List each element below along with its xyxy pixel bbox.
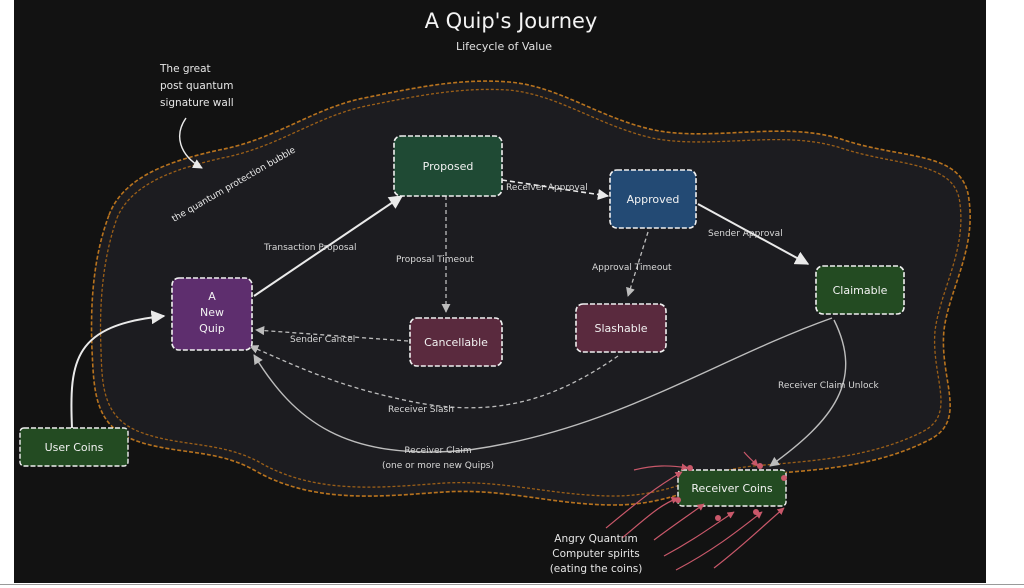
- node-claimable[interactable]: Claimable: [815, 265, 905, 315]
- spirit-bite-3: [715, 515, 721, 521]
- node-new-quip[interactable]: A New Quip: [171, 277, 253, 351]
- label-receiver-claim-unlock: Receiver Claim Unlock: [778, 381, 879, 391]
- dashed-edges: [249, 196, 649, 409]
- node-cancellable-label: Cancellable: [424, 336, 488, 349]
- label-sender-approval: Sender Approval: [708, 229, 783, 239]
- edge-sender-approval: [697, 203, 810, 265]
- diagram-svg: A Quip's Journey Lifecycle of Value The …: [19, 9, 971, 575]
- node-proposed[interactable]: Proposed: [393, 135, 503, 197]
- spirit-bite-4: [753, 509, 759, 515]
- wall-note-line3: signature wall: [160, 97, 234, 109]
- right-margin: [986, 0, 1024, 584]
- wall-note-line2: post quantum: [160, 80, 233, 92]
- node-user-coins[interactable]: User Coins: [19, 427, 129, 467]
- edge-user-coins-to-new-quip: [70, 310, 166, 429]
- edge-labels: Transaction Proposal Receiver Approval S…: [263, 183, 879, 471]
- spirit-arrow-4: [663, 511, 735, 557]
- spirits-note-line3: (eating the coins): [550, 563, 643, 575]
- edge-receiver-claim: [253, 317, 833, 453]
- label-approval-timeout: Approval Timeout: [592, 263, 672, 273]
- node-proposed-label: Proposed: [423, 160, 474, 173]
- wall-outline-outer: [90, 80, 971, 506]
- label-proposal-timeout: Proposal Timeout: [396, 255, 474, 265]
- label-receiver-slash: Receiver Slash: [388, 405, 454, 415]
- edge-transaction-proposal: [253, 195, 404, 297]
- edge-receiver-slash: [249, 345, 619, 409]
- spirit-arrow-3: [653, 503, 705, 541]
- diagram-subtitle: Lifecycle of Value: [456, 40, 552, 53]
- spirit-bite-5: [781, 475, 787, 481]
- diagram-title: A Quip's Journey: [425, 9, 598, 33]
- spirit-arrow-2: [621, 496, 679, 539]
- node-new-quip-line2: New: [200, 306, 224, 319]
- spirit-bite-1: [687, 465, 693, 471]
- node-new-quip-line1: A: [208, 290, 216, 303]
- node-approved[interactable]: Approved: [609, 169, 697, 229]
- spirit-arrow-8: [743, 451, 759, 467]
- label-receiver-claim-line1: Receiver Claim: [404, 446, 471, 456]
- node-cancellable[interactable]: Cancellable: [409, 317, 503, 367]
- label-sender-cancel: Sender Cancel: [290, 335, 355, 345]
- bubble-fill: [91, 81, 971, 505]
- node-new-quip-line3: Quip: [199, 322, 225, 335]
- node-claimable-label: Claimable: [833, 284, 888, 297]
- quantum-protection-bubble: [90, 80, 971, 506]
- quantum-spirits: Angry Quantum Computer spirits (eating t…: [550, 451, 787, 575]
- node-receiver-coins-label: Receiver Coins: [691, 482, 773, 495]
- label-receiver-claim-line2: (one or more new Quips): [382, 461, 494, 471]
- label-receiver-approval: Receiver Approval: [506, 183, 588, 193]
- bottom-divider: [0, 584, 1024, 585]
- wall-annotation: The great post quantum signature wall: [159, 63, 234, 169]
- spirit-bite-2: [675, 497, 681, 503]
- spirit-arrow-5: [675, 511, 763, 571]
- node-receiver-coins[interactable]: Receiver Coins: [677, 469, 787, 507]
- edge-sender-cancel: [255, 326, 409, 342]
- edge-receiver-approval: [501, 179, 610, 201]
- wall-note-line1: The great: [159, 63, 211, 75]
- spirits-note-line2: Computer spirits: [552, 548, 639, 560]
- label-transaction-proposal: Transaction Proposal: [263, 243, 357, 253]
- edge-receiver-claim-unlock: [769, 319, 847, 467]
- spirit-arrow-6: [713, 507, 785, 569]
- spirits-note-line1: Angry Quantum: [554, 533, 637, 545]
- spirit-arrow-7: [633, 463, 689, 471]
- spirit-bite-6: [757, 463, 763, 469]
- node-slashable[interactable]: Slashable: [575, 303, 667, 353]
- node-slashable-label: Slashable: [594, 322, 647, 335]
- edges: [70, 179, 847, 467]
- node-approved-label: Approved: [627, 193, 680, 206]
- wall-outline-inner: [99, 88, 962, 497]
- wall-note-arrow: [179, 117, 203, 169]
- spirit-arrow-1: [605, 471, 683, 529]
- node-user-coins-label: User Coins: [45, 441, 104, 454]
- diagram-canvas: A Quip's Journey Lifecycle of Value The …: [14, 0, 986, 583]
